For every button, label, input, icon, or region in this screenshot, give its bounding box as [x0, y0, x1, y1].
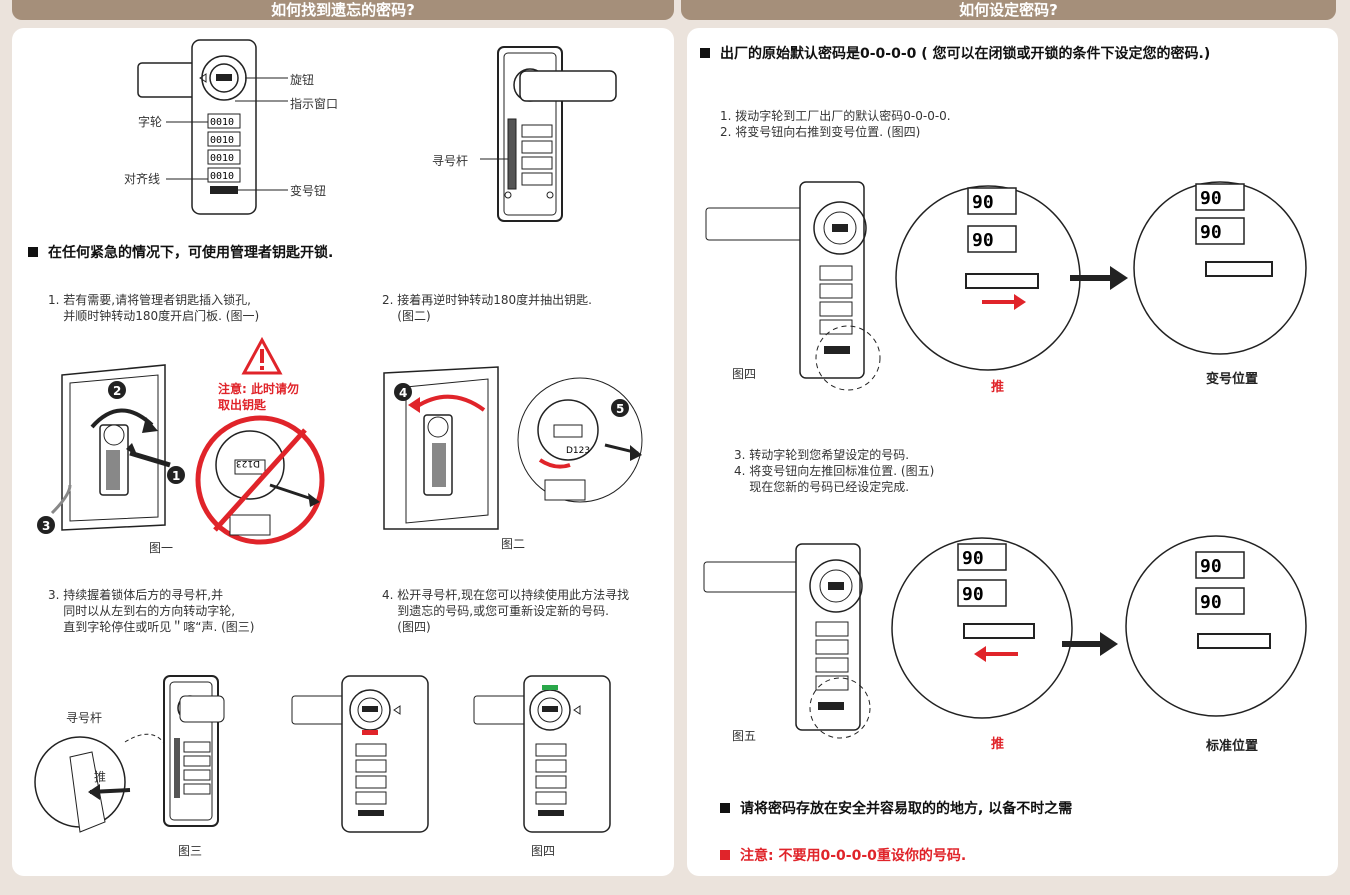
svg-text:90: 90 [1200, 556, 1222, 577]
step3-text: 3. 持续握着锁体后方的寻号杆,并 同时以从左到右的方向转动字轮, 直到字轮停住… [48, 588, 255, 634]
fig3-push-label: 推 [94, 770, 107, 784]
note-text: 注意: 不要用0-0-0-0重设你的号码. [740, 848, 967, 864]
note-heading: 注意: 不要用0-0-0-0重设你的号码. [720, 845, 966, 865]
right-panel [687, 28, 1338, 876]
emergency-heading: 在任何紧急的情况下，可使用管理者钥匙开锁. [28, 242, 333, 262]
step34-text: 3. 转动字轮到您希望设定的号码. 4. 将变号钮向左推回标准位置. (图五) … [734, 448, 935, 494]
num-3: 3 [42, 519, 50, 533]
label-seek-rod: 寻号杆 [432, 154, 469, 168]
figure5-diagram: 90 90 90 90 [703, 535, 1307, 739]
lock-back-diagram [480, 46, 617, 222]
push-label-right: 推 [991, 380, 1005, 395]
fig5-caption: 图五 [732, 729, 757, 743]
label-wheel: 字轮 [138, 115, 163, 129]
fig1-caption: 图一 [149, 541, 174, 555]
num-2: 2 [113, 384, 121, 398]
svg-text:0010: 0010 [210, 171, 234, 182]
svg-text:0010: 0010 [210, 117, 234, 128]
standard-position-label: 标准位置 [1206, 739, 1259, 754]
figure3-diagram [34, 675, 225, 833]
svg-text:0010: 0010 [210, 153, 234, 164]
svg-text:90: 90 [962, 548, 984, 569]
step4-text: 4. 松开寻号杆,现在您可以持续使用此方法寻找 到遗忘的号码,或您可重新设定新的… [382, 588, 630, 634]
bullet-square [720, 850, 730, 860]
lock-front-diagram: 0010 0010 0010 0010 [137, 39, 288, 215]
bullet-square [720, 803, 730, 813]
change-position-label: 变号位置 [1206, 372, 1259, 387]
bullet-square [28, 247, 38, 257]
figure2-diagram: 4 D123 5 [383, 366, 643, 530]
push-label-right-2: 推 [991, 737, 1005, 752]
right-header: 如何设定密码? [681, 0, 1336, 20]
svg-text:90: 90 [972, 192, 994, 213]
svg-text:0010: 0010 [210, 135, 234, 146]
figure4-left-diagram [291, 675, 611, 833]
key-code-text-2: D123 [566, 446, 590, 456]
fig4-left-caption: 图四 [531, 844, 556, 858]
step12-text: 1. 拨动字轮到工厂出厂的默认密码0-0-0-0. 2. 将变号钮向右推到变号位… [720, 109, 951, 139]
default-code-heading: 出厂的原始默认密码是0-0-0-0 ( 您可以在闭锁或开锁的条件下设定您的密码.… [700, 43, 1210, 63]
svg-text:90: 90 [962, 584, 984, 605]
fig3-caption: 图三 [178, 844, 203, 858]
num-4: 4 [399, 386, 407, 400]
keep-safe-text: 请将密码存放在安全并容易取的的地方, 以备不时之需 [740, 801, 1073, 817]
svg-text:90: 90 [1200, 222, 1222, 243]
default-code-text: 出厂的原始默认密码是0-0-0-0 ( 您可以在闭锁或开锁的条件下设定您的密码.… [720, 46, 1211, 62]
label-change-btn: 变号钮 [290, 184, 327, 198]
fig3-seek-rod-label: 寻号杆 [66, 711, 103, 725]
fig2-caption: 图二 [501, 537, 526, 551]
emergency-text: 在任何紧急的情况下，可使用管理者钥匙开锁. [48, 245, 334, 261]
figure1-diagram: 2 1 3 D123 [37, 336, 325, 545]
num-1: 1 [172, 469, 180, 483]
keep-safe-heading: 请将密码存放在安全并容易取的的地方, 以备不时之需 [720, 798, 1072, 818]
svg-text:90: 90 [972, 230, 994, 251]
num-5: 5 [616, 402, 624, 416]
label-knob: 旋钮 [290, 73, 315, 87]
step1-text: 1. 若有需要,请将管理者钥匙插入锁孔, 并顺时钟转动180度开启门板. (图一… [48, 293, 260, 323]
fig4-right-caption: 图四 [732, 367, 757, 381]
label-align: 对齐线 [124, 172, 161, 186]
svg-text:90: 90 [1200, 188, 1222, 209]
key-code-text: D123 [236, 458, 260, 468]
left-header: 如何找到遗忘的密码? [12, 0, 674, 20]
step2-text: 2. 接着再逆时钟转动180度并抽出钥匙. (图二) [382, 293, 592, 323]
warning-note: 注意: 此时请勿 取出钥匙 [218, 382, 299, 412]
bullet-square [700, 48, 710, 58]
label-window: 指示窗口 [290, 97, 339, 111]
figure4-right-diagram: 90 90 90 90 [705, 181, 1307, 391]
svg-text:90: 90 [1200, 592, 1222, 613]
